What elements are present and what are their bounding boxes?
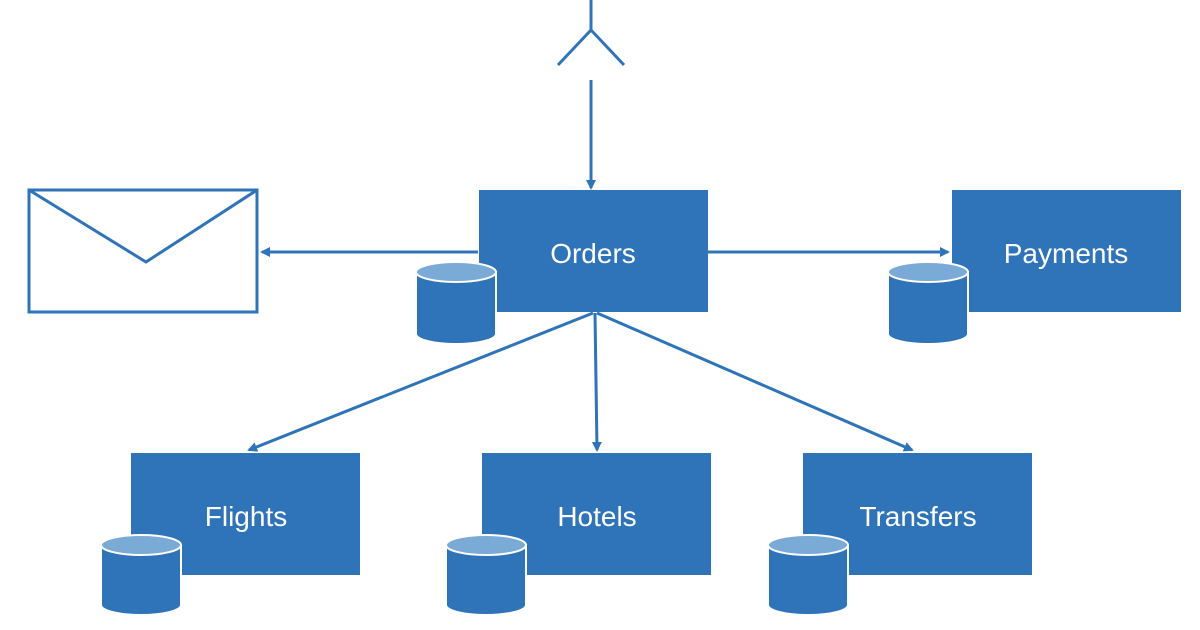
service-orders-label: Orders	[550, 238, 636, 269]
arrow-orders-to-flights	[247, 311, 594, 452]
arrow-orders-to-hotels	[591, 312, 602, 452]
service-transfers-label: Transfers	[859, 501, 976, 532]
envelope-icon	[27, 188, 259, 314]
database-cylinder-icon	[767, 534, 849, 616]
database-cylinder-icon	[445, 534, 527, 616]
database-cylinder-icon	[887, 261, 969, 345]
arrow-orders-to-transfers	[596, 311, 914, 452]
service-payments[interactable]: Payments	[952, 190, 1181, 312]
database-cylinder-icon	[100, 534, 182, 616]
service-flights-label: Flights	[205, 501, 287, 532]
service-orders[interactable]: Orders	[479, 190, 708, 312]
service-transfers[interactable]: Transfers	[803, 453, 1032, 575]
user-stick-figure-icon	[556, 0, 626, 67]
service-hotels[interactable]: Hotels	[482, 453, 711, 575]
connectors	[247, 80, 950, 452]
database-cylinder-icon	[415, 261, 497, 345]
service-payments-label: Payments	[1004, 238, 1129, 269]
service-hotels-label: Hotels	[557, 501, 636, 532]
